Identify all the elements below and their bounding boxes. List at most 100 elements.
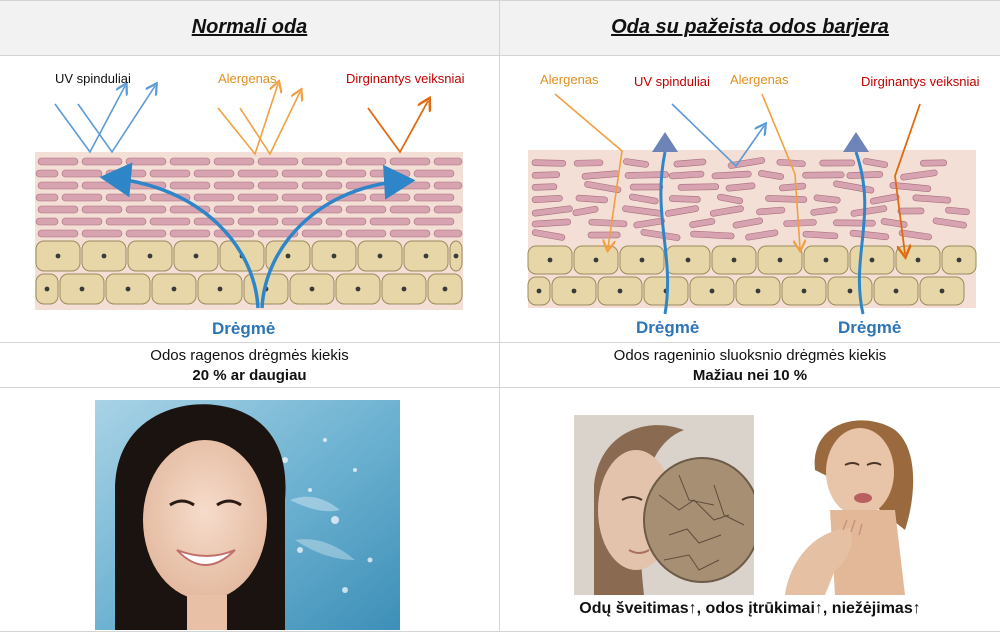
corneocyte xyxy=(664,205,699,217)
corneocyte xyxy=(727,157,766,169)
corneocyte xyxy=(345,205,387,214)
corneocyte xyxy=(369,169,411,178)
corneocyte xyxy=(622,158,649,168)
corneocyte xyxy=(35,217,59,226)
corneocyte xyxy=(732,217,763,229)
cell-nucleus xyxy=(939,288,945,294)
right-info: Odos rageninio sluoksnio drėgmės kiekis … xyxy=(500,343,1000,387)
allergen-arrow xyxy=(217,84,278,156)
irritants-label: Dirginantys veiksniai xyxy=(346,71,465,86)
corneocyte xyxy=(673,158,707,168)
corneocyte xyxy=(125,157,167,166)
corneocyte xyxy=(531,159,567,167)
corneocyte xyxy=(413,193,455,202)
corneocyte xyxy=(849,229,890,241)
cell-nucleus xyxy=(285,253,291,259)
cell-nucleus xyxy=(171,286,177,292)
corneocyte xyxy=(301,157,343,166)
corneocyte xyxy=(912,194,952,204)
normal-skin-diagram: UV spinduliai Alergenas Dirginantys veik… xyxy=(35,71,465,338)
corneocyte xyxy=(389,229,431,238)
allergen-label: Alergenas xyxy=(218,71,277,86)
moisture-arrow-head xyxy=(843,132,869,152)
corneocyte xyxy=(413,169,455,178)
itching-woman-photo xyxy=(755,410,925,595)
corneocyte xyxy=(531,195,563,203)
corneocyte xyxy=(257,181,299,190)
cell-nucleus xyxy=(801,288,807,294)
symptoms-caption: Odų šveitimas↑, odos įtrūkimai↑, niežėji… xyxy=(579,600,921,617)
corneocyte xyxy=(531,218,572,228)
cell-nucleus xyxy=(571,288,577,294)
allergen-label: Alergenas xyxy=(540,72,599,87)
cell-nucleus xyxy=(442,286,448,292)
corneocyte xyxy=(689,218,716,228)
corneocyte xyxy=(105,169,147,178)
corneocyte xyxy=(587,231,621,239)
corneocyte xyxy=(633,217,665,229)
corneocyte xyxy=(898,229,932,241)
cell-nucleus xyxy=(55,253,61,259)
corneocyte xyxy=(745,229,779,241)
corneocyte xyxy=(125,229,167,238)
corneocyte xyxy=(531,205,573,217)
irritants-label: Dirginantys veiksniai xyxy=(861,74,980,89)
corneocyte xyxy=(677,183,720,191)
corneocyte xyxy=(850,205,888,217)
corneocyte xyxy=(573,159,604,167)
allergen-arrow xyxy=(554,93,623,248)
corneocyte xyxy=(81,157,123,166)
corneocyte xyxy=(213,181,255,190)
corneocyte xyxy=(433,181,463,190)
corneocyte xyxy=(149,217,191,226)
cell-nucleus xyxy=(709,288,715,294)
corneocyte xyxy=(237,169,279,178)
corneocyte xyxy=(37,181,79,190)
corneocyte xyxy=(281,193,323,202)
corneocyte xyxy=(37,229,79,238)
corneocyte xyxy=(389,157,431,166)
moisture-arrow xyxy=(99,162,260,309)
corneocyte xyxy=(629,183,664,191)
cell-nucleus xyxy=(309,286,315,292)
corneocyte xyxy=(725,182,756,192)
corneocyte xyxy=(61,169,103,178)
allergen-label: Alergenas xyxy=(730,72,789,87)
uv-label: UV spinduliai xyxy=(634,74,710,89)
corneocyte xyxy=(869,193,900,205)
cell-nucleus xyxy=(217,286,223,292)
corneocyte xyxy=(345,157,387,166)
corneocyte xyxy=(810,206,838,216)
uv-label: UV spinduliai xyxy=(55,71,131,86)
corneocyte xyxy=(325,169,367,178)
skin-cells xyxy=(35,240,463,305)
cell-nucleus xyxy=(79,286,85,292)
corneocyte xyxy=(257,205,299,214)
corneocyte xyxy=(531,229,566,241)
right-title: Oda su pažeista odos barjera xyxy=(611,16,889,38)
cell-nucleus xyxy=(869,257,875,263)
corneocyte xyxy=(897,207,925,215)
allergen-arrow xyxy=(239,92,300,156)
corneocyte xyxy=(433,205,463,214)
cell-nucleus xyxy=(617,288,623,294)
corneocyte xyxy=(345,229,387,238)
corneocyte xyxy=(717,193,744,205)
corneocyte xyxy=(889,182,932,192)
corneocyte xyxy=(257,229,299,238)
corneocyte xyxy=(783,219,817,227)
left-title: Normali oda xyxy=(191,16,308,38)
corneocyte xyxy=(813,194,841,204)
left-header: Normali oda xyxy=(0,0,499,55)
damaged-skin-diagram: Alergenas UV spinduliai Alergenas Dirgin… xyxy=(527,72,980,337)
corneocyte xyxy=(257,157,299,166)
cell-nucleus xyxy=(101,253,107,259)
cell-nucleus xyxy=(847,288,853,294)
uv-arrow xyxy=(54,86,125,154)
cell-nucleus xyxy=(453,253,459,259)
corneocyte xyxy=(945,206,970,216)
stratum-corneum xyxy=(35,157,463,238)
corneocyte xyxy=(281,169,323,178)
cell-nucleus xyxy=(685,257,691,263)
